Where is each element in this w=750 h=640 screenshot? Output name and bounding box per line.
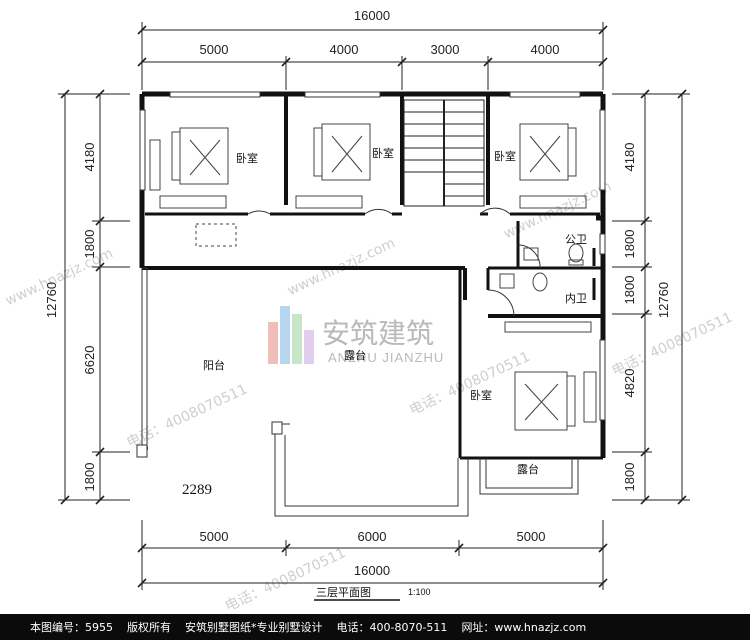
logo-mark-icon — [268, 306, 314, 364]
dim-left-1: 4180 — [82, 143, 97, 172]
footer-copyright: 版权所有 — [127, 621, 171, 634]
dim-left-2: 1800 — [82, 230, 97, 259]
dim-top-4: 4000 — [531, 42, 560, 57]
dim-bottom-3: 5000 — [517, 529, 546, 544]
plan-title: 三层平面图 — [316, 586, 371, 599]
dim-bottom-1: 5000 — [200, 529, 229, 544]
room-label-bedroom-4: 卧室 — [470, 388, 492, 402]
footer-slogan: 安筑别墅图纸*专业别墅设计 — [185, 621, 323, 634]
dim-bottom-total: 16000 — [354, 563, 390, 578]
dim-right-4: 4820 — [622, 369, 637, 398]
dim-bottom-2: 6000 — [358, 529, 387, 544]
anzhu-logo: 安筑建筑 ANZHU JIANZHU — [268, 306, 444, 365]
dim-right-5: 1800 — [622, 463, 637, 492]
room-label-bedroom-3: 卧室 — [494, 149, 516, 163]
bottom-dimensions — [137, 520, 608, 590]
room-label-balcony: 阳台 — [203, 358, 225, 372]
drawing-title: 三层平面图 1:100 — [314, 586, 431, 601]
windows — [139, 91, 606, 421]
footer-code: 本图编号：5955 — [30, 621, 113, 634]
bed-icon — [504, 321, 597, 431]
dim-top-total: 16000 — [354, 8, 390, 23]
right-dimensions — [612, 89, 690, 505]
room-label-bedroom-2: 卧室 — [372, 146, 394, 160]
room-label-public-wc: 公卫 — [565, 233, 587, 246]
floor-plan-drawing: www.hnazjz.com 电话：4008070511 www.hnazjz.… — [3, 8, 735, 614]
dim-left-3: 6620 — [82, 346, 97, 375]
bed-icon — [149, 127, 229, 209]
watermark-phone: 电话：4008070511 — [124, 381, 250, 451]
watermark-site: www.hnazjz.com — [3, 245, 116, 309]
left-dimensions — [58, 89, 130, 505]
dim-right-total: 12760 — [656, 282, 671, 318]
dim-top-1: 5000 — [200, 42, 229, 57]
room-label-terrace: 露台 — [344, 348, 366, 362]
furniture — [149, 123, 597, 431]
footer-website[interactable]: 网址：www.hnazjz.com — [461, 621, 587, 634]
plan-number-label: 2289 — [182, 482, 212, 498]
dim-right-1: 4180 — [622, 143, 637, 172]
logo-cn: 安筑建筑 — [322, 317, 434, 350]
bed-icon — [519, 123, 587, 209]
dim-right-3: 1800 — [622, 276, 637, 305]
dim-right-2: 1800 — [622, 230, 637, 259]
dim-left-4: 1800 — [82, 463, 97, 492]
top-dimensions — [137, 22, 608, 90]
plan-scale: 1:100 — [408, 587, 431, 597]
dim-left-total: 12760 — [44, 282, 59, 318]
bed-icon — [295, 123, 371, 209]
logo-en: ANZHU JIANZHU — [328, 350, 444, 365]
room-label-terrace-small: 露台 — [517, 462, 539, 476]
room-label-bedroom-1: 卧室 — [236, 151, 258, 165]
dim-top-3: 3000 — [431, 42, 460, 57]
toilet-icon — [523, 243, 584, 266]
terrace-outline — [271, 421, 579, 517]
balcony-railing — [136, 267, 148, 458]
room-label-inner-wc: 内卫 — [565, 291, 587, 305]
footer-phone: 电话：400-8070-511 — [336, 621, 448, 634]
dim-top-2: 4000 — [330, 42, 359, 57]
staircase — [403, 99, 485, 207]
footer-bar: 本图编号：5955 版权所有 安筑别墅图纸*专业别墅设计 电话：400-8070… — [0, 614, 750, 640]
doors — [247, 207, 541, 317]
toilet-icon — [499, 272, 548, 292]
